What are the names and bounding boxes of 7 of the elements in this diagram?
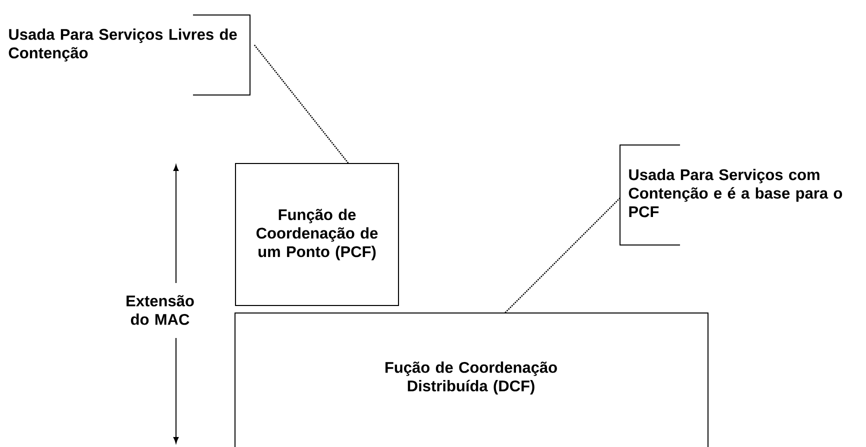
- leader-line: [504, 198, 620, 314]
- dimension-label: Extensão do MAC: [126, 295, 194, 325]
- process-box: Função de Coordenação de um Ponto (PCF): [235, 163, 399, 306]
- process-box: Fução de Coordenação Distribuída (DCF): [234, 312, 708, 447]
- callout-text: Usada Para Serviços com Contenção e é a base para o PCF: [620, 144, 842, 246]
- callout-text: Usada Para Serviços Livres de Contenção: [8, 14, 250, 96]
- leader-line: [254, 44, 349, 164]
